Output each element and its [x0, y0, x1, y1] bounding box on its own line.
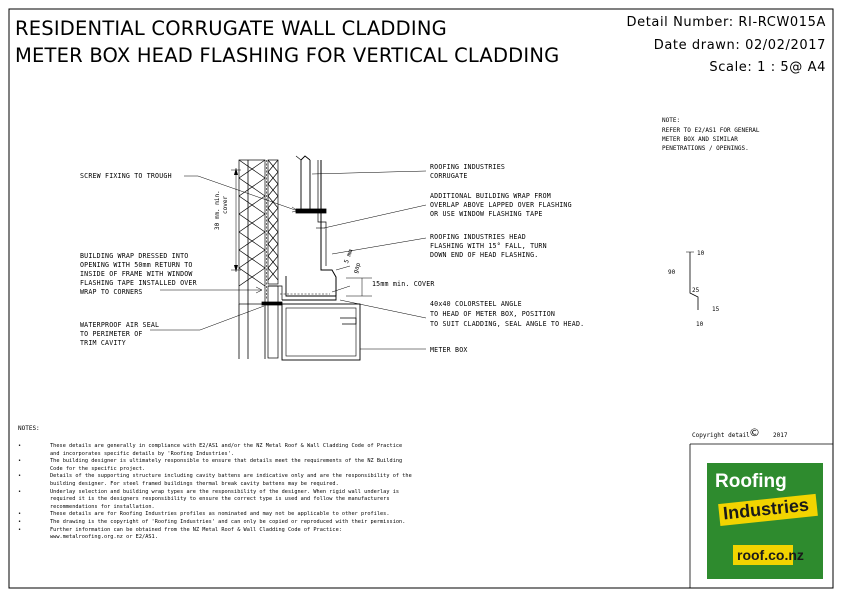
note-line: Code for the specific project.	[50, 465, 146, 472]
logo-url-band	[733, 545, 793, 565]
section-drawing	[150, 155, 427, 361]
scale: Scale: 1 : 5@ A4	[709, 60, 826, 75]
note-line: These details are for Roofing Industries…	[50, 511, 390, 518]
head-flashing	[320, 160, 337, 296]
note-line: The drawing is the copyright of 'Roofing…	[50, 519, 406, 525]
corrugate-cladding	[300, 155, 311, 212]
note-line-1: REFER TO E2/AS1 FOR GENERAL	[662, 127, 760, 134]
note-line: Underlay selection and building wrap typ…	[50, 488, 400, 495]
label-building-wrap-2: OPENING WITH 50mm RETURN TO	[80, 261, 193, 269]
note-line: building designer. For steel framed buil…	[50, 481, 339, 487]
notes-heading: NOTES:	[18, 425, 40, 432]
profile-dim-10-top: 10	[697, 250, 705, 257]
label-screw-fixing: SCREW FIXING TO TROUGH	[80, 172, 172, 180]
label-30mm-min: 30 mm. min.	[214, 190, 221, 230]
leader-angle	[339, 299, 427, 319]
leader-wrap	[323, 204, 427, 229]
label-building-wrap-1: BUILDING WRAP DRESSED INTO	[80, 252, 189, 260]
copyright-year: 2017	[773, 432, 788, 439]
label-angle-3: TO SUIT CLADDING, SEAL ANGLE TO HEAD.	[430, 320, 585, 328]
screw-fixing	[295, 208, 327, 214]
title-line-1: RESIDENTIAL CORRUGATE WALL CLADDING	[15, 17, 447, 40]
logo-yellow-band	[718, 493, 818, 526]
meter-box	[281, 303, 361, 361]
cavity-batten	[267, 159, 279, 285]
label-head-flashing-3: DOWN END OF HEAD FLASHING.	[430, 251, 539, 259]
roofing-industries-logo: Roofing Industries roof.co.nz	[707, 463, 823, 579]
label-additional-wrap-3: OR USE WINDOW FLASHING TAPE	[430, 210, 543, 218]
note-line: and incorporates specific details by 'Ro…	[50, 450, 235, 457]
detail-number: Detail Number: RI-RCW015A	[626, 15, 826, 30]
label-building-wrap-5: WRAP TO CORNERS	[80, 288, 143, 296]
copyright-text: Copyright detail	[692, 432, 750, 439]
note-heading: NOTE:	[662, 117, 681, 124]
profile-dim-90: 90	[668, 269, 676, 276]
label-roofing-corrugate-1: ROOFING INDUSTRIES	[430, 163, 506, 171]
note-bullet: •	[18, 511, 22, 518]
profile-dim-15: 15	[712, 306, 720, 313]
profile-dim-25: 25	[692, 287, 700, 294]
note-line: required it is the designers responsibil…	[50, 496, 390, 503]
label-cover: cover	[222, 195, 229, 214]
note-bullet: •	[18, 443, 22, 449]
logo-url-text: roof.co.nz	[737, 547, 804, 563]
logo-graphic	[707, 463, 823, 579]
label-angle-2: TO HEAD OF METER BOX, POSITION	[430, 310, 556, 318]
note-line-2: METER BOX AND SIMILAR	[662, 136, 738, 143]
date-drawn: Date drawn: 02/02/2017	[653, 38, 826, 53]
note-bullet: •	[18, 519, 22, 525]
note-line: recommendations for installation.	[50, 503, 155, 510]
note-bullet: •	[18, 458, 22, 465]
note-line: Details of the supporting structure incl…	[50, 473, 412, 480]
label-head-flashing-2: FLASHING WITH 15° FALL, TURN	[430, 242, 547, 250]
label-additional-wrap-1: ADDITIONAL BUILDING WRAP FROM	[430, 192, 551, 200]
label-additional-wrap-2: OVERLAP ABOVE LAPPED OVER FLASHING	[430, 201, 572, 209]
label-building-wrap-3: INSIDE OF FRAME WITH WINDOW	[80, 270, 193, 278]
note-line: Further information can be obtained from…	[50, 526, 342, 533]
label-15mm-cover: 15mm min. COVER	[372, 280, 435, 288]
label-air-seal-1: WATERPROOF AIR SEAL	[80, 321, 160, 329]
label-head-flashing-1: ROOFING INDUSTRIES HEAD	[430, 233, 526, 241]
note-bullet: •	[18, 488, 22, 495]
note-line-3: PENETRATIONS / OPENINGS.	[662, 145, 749, 152]
label-angle-1: 40x40 COLORSTEEL ANGLE	[430, 300, 522, 308]
note-line: These details are generally in complianc…	[50, 443, 403, 449]
copyright-symbol: ©	[749, 426, 760, 439]
label-air-seal-3: TRIM CAVITY	[80, 339, 126, 347]
note-bullet: •	[18, 473, 22, 480]
leader-flashing	[331, 237, 427, 255]
profile-dim-10-bottom: 10	[696, 321, 704, 328]
label-meter-box: METER BOX	[430, 346, 468, 354]
label-air-seal-2: TO PERIMETER OF	[80, 330, 143, 338]
sheet-border	[8, 8, 834, 589]
note-line: www.metalroofing.org.nz or E2/AS1.	[50, 534, 158, 541]
flashing-profile	[686, 251, 699, 310]
note-line: The building designer is ultimately resp…	[50, 458, 403, 465]
leader-corrugate	[311, 170, 427, 175]
logo-roofing-text: Roofing	[715, 471, 787, 492]
label-building-wrap-4: FLASHING TAPE INSTALLED OVER	[80, 279, 197, 287]
timber-framing	[238, 159, 266, 305]
title-line-2: METER BOX HEAD FLASHING FOR VERTICAL CLA…	[15, 44, 560, 67]
note-bullet: •	[18, 526, 22, 533]
label-roofing-corrugate-2: CORRUGATE	[430, 172, 468, 180]
